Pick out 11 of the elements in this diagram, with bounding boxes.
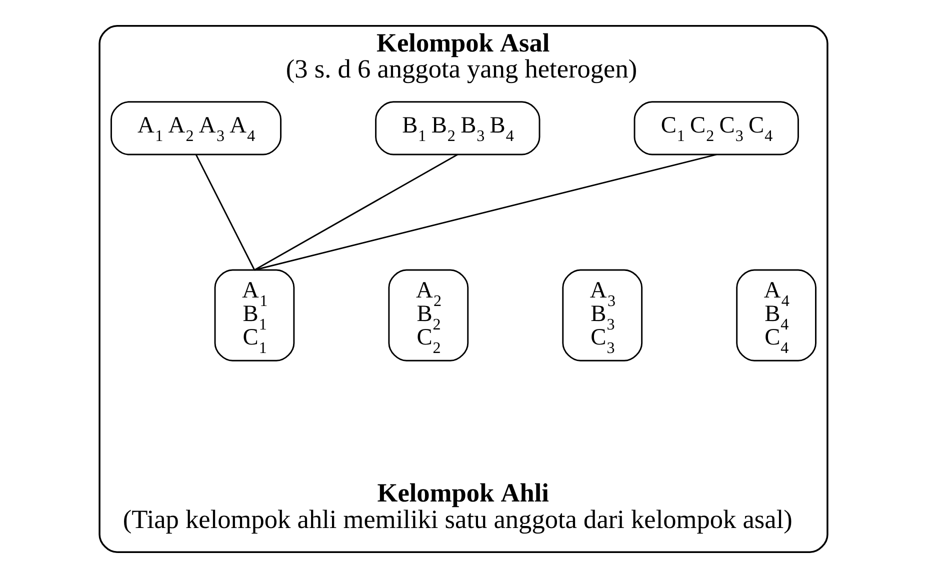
connector: [194, 154, 255, 270]
node-box: A$_{3}$ B$_{3}$ C$_{3}$: [562, 269, 642, 362]
node-box: C$_{1}$ C$_{2}$ C$_{3}$ C$_{4}$: [633, 101, 798, 156]
connector: [254, 154, 458, 271]
node-box: A$_{1}$ B$_{1}$ C$_{1}$: [214, 269, 294, 362]
node-box: A$_{4}$ B$_{4}$ C$_{4}$: [736, 269, 816, 362]
connector: [254, 154, 716, 271]
label: Kelompok Ahli: [376, 478, 548, 508]
node-box: A$_{1}$ A$_{2}$ A$_{3}$ A$_{4}$: [110, 101, 282, 156]
node-box: A$_{2}$ B$_{2}$ C$_{2}$: [388, 269, 468, 362]
node-box: B$_{1}$ B$_{2}$ B$_{3}$ B$_{4}$: [374, 101, 540, 156]
